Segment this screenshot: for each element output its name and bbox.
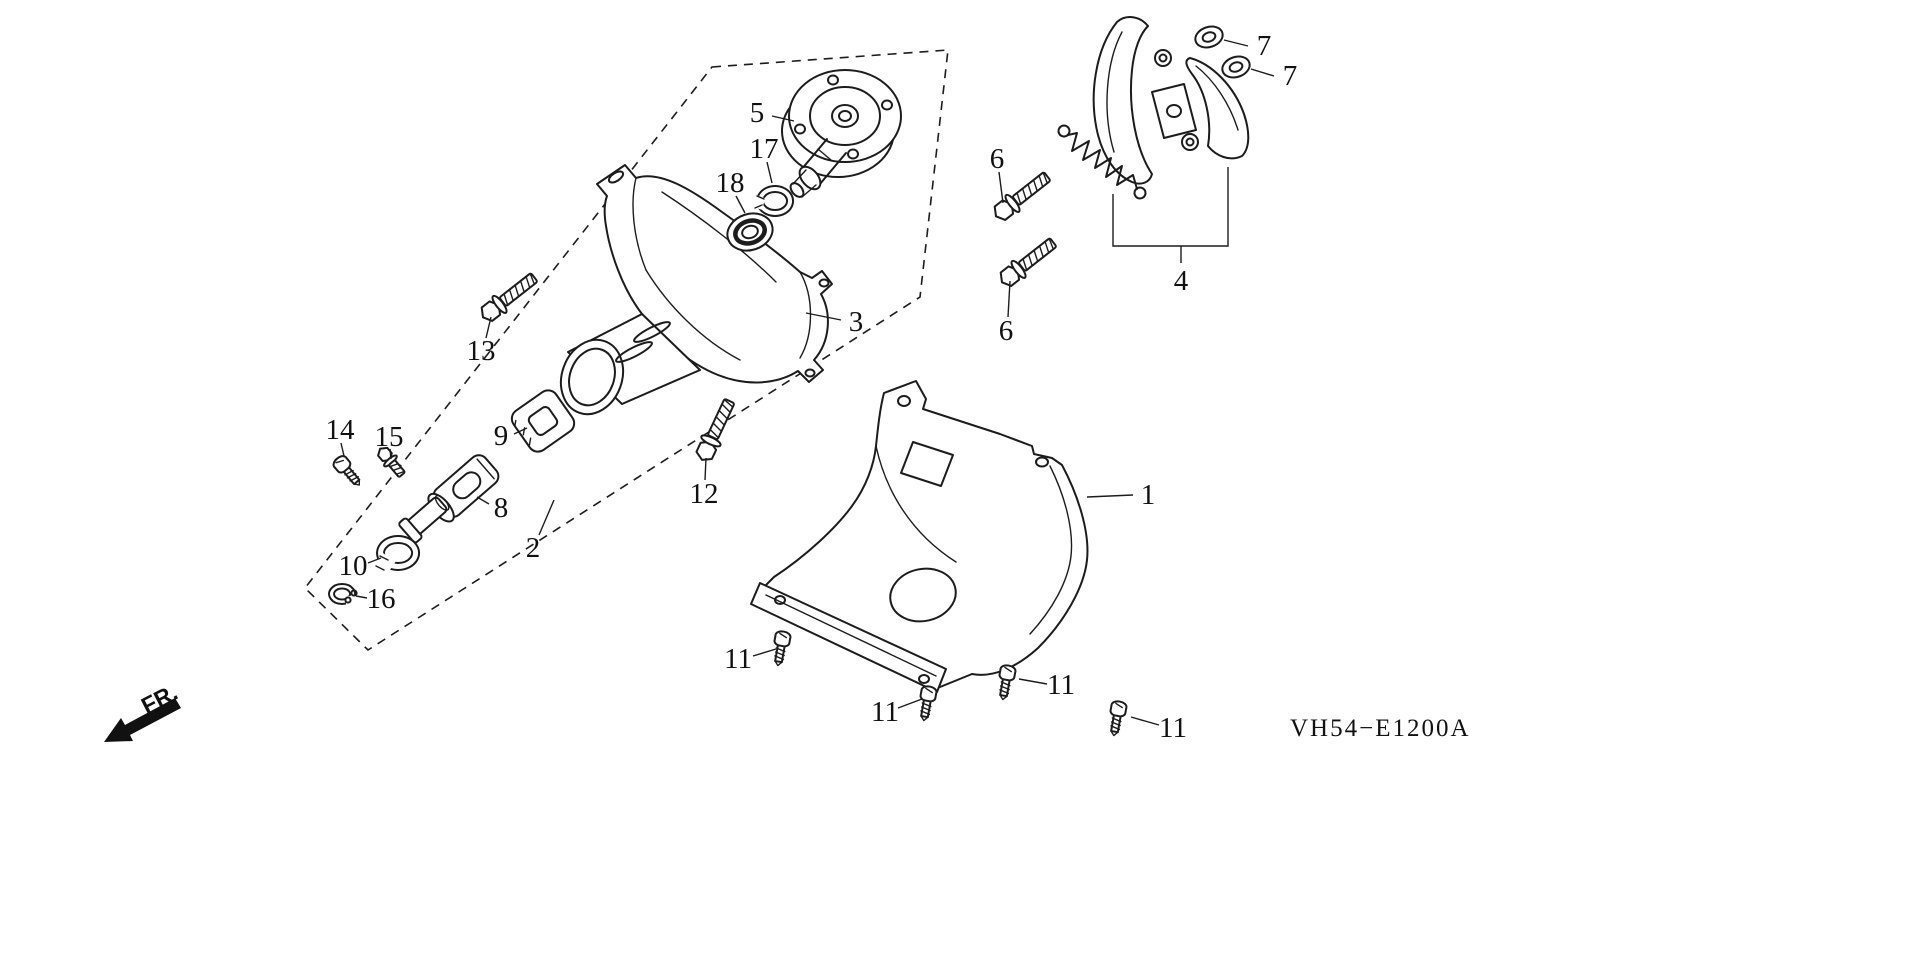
diagram-code: VH54−E1200A bbox=[1290, 715, 1471, 742]
part-callout-8: 8 bbox=[494, 492, 509, 524]
callout-leader-8 bbox=[476, 496, 490, 505]
part-drawing-clutch-drum bbox=[781, 69, 902, 198]
callout-leader-14 bbox=[340, 442, 345, 457]
callout-leader-11 bbox=[1018, 678, 1048, 685]
part-callout-14: 14 bbox=[326, 414, 356, 446]
exploded-view-boundary bbox=[303, 49, 949, 652]
part-drawing-screw-14 bbox=[330, 452, 367, 491]
part-callout-11: 11 bbox=[1159, 712, 1187, 744]
callout-leader-15 bbox=[389, 448, 392, 460]
part-callout-17: 17 bbox=[750, 133, 779, 165]
part-drawing-clutch-shoes-4 bbox=[1092, 16, 1250, 185]
part-drawing-pipe-holder bbox=[398, 494, 450, 544]
callout-leader-12 bbox=[704, 457, 707, 481]
callout-leader-1 bbox=[1086, 494, 1134, 498]
fr-arrow-icon bbox=[104, 698, 181, 742]
callout-leader-6 bbox=[998, 171, 1004, 204]
part-drawing-bearing-18 bbox=[726, 212, 774, 252]
part-drawing-bolt-13 bbox=[475, 268, 542, 327]
part-callout-6: 6 bbox=[990, 143, 1005, 175]
callout-leader-3 bbox=[805, 312, 842, 321]
part-drawing-cover-plate-1 bbox=[750, 380, 1089, 693]
callout-leader-17 bbox=[766, 161, 773, 184]
part-callout-7: 7 bbox=[1283, 60, 1298, 92]
part-callout-4: 4 bbox=[1174, 265, 1189, 297]
part-callout-16: 16 bbox=[367, 583, 396, 615]
part-callout-12: 12 bbox=[690, 478, 719, 510]
part-drawing-flange-bolts-6 bbox=[988, 167, 1061, 292]
part-drawing-snap-ring-17 bbox=[750, 185, 795, 217]
fr-direction-arrow: FR. bbox=[104, 679, 182, 742]
part-callout-11: 11 bbox=[871, 696, 899, 728]
callout-leader-10 bbox=[367, 557, 382, 564]
part-drawing-collar-9 bbox=[510, 389, 576, 453]
callout-leader-6 bbox=[1007, 280, 1011, 318]
callout-leader-5 bbox=[771, 115, 795, 122]
part-callout-2: 2 bbox=[526, 532, 541, 564]
callout-leader-11 bbox=[1130, 716, 1160, 726]
callout-leader-7 bbox=[1223, 39, 1249, 47]
part-drawing-bolt-15 bbox=[377, 446, 406, 478]
callout-leader-11 bbox=[752, 648, 777, 657]
part-drawing-snap-clip-16 bbox=[328, 583, 358, 607]
callout-leader-18 bbox=[735, 195, 746, 214]
part-callout-18: 18 bbox=[716, 167, 745, 199]
fr-label: FR. bbox=[137, 679, 182, 719]
callout-leader-7 bbox=[1250, 68, 1275, 77]
part-drawing-clutch-spring bbox=[1057, 124, 1147, 200]
part-callout-3: 3 bbox=[849, 306, 864, 338]
part-callout-10: 10 bbox=[339, 550, 368, 582]
part-callout-11: 11 bbox=[1047, 669, 1075, 701]
part-drawing-washers-7 bbox=[1194, 25, 1251, 79]
part-drawing-clamp-ring-10 bbox=[373, 535, 421, 575]
part-callout-13: 13 bbox=[467, 335, 496, 367]
part-callout-5: 5 bbox=[750, 97, 765, 129]
callout-leader-11 bbox=[897, 698, 923, 709]
part-drawing-clutch-case-cover bbox=[559, 164, 833, 416]
part-callout-11: 11 bbox=[724, 643, 752, 675]
callout-leader-2 bbox=[538, 499, 555, 536]
part-callout-9: 9 bbox=[494, 420, 509, 452]
part-callout-6: 6 bbox=[999, 315, 1014, 347]
callout-leader-13 bbox=[485, 316, 492, 339]
part-drawing-bolt-12 bbox=[691, 395, 741, 466]
part-callout-7: 7 bbox=[1257, 30, 1272, 62]
callout-leader-16 bbox=[355, 595, 368, 599]
part-callout-15: 15 bbox=[375, 421, 404, 453]
callout-leader-9 bbox=[513, 427, 528, 435]
part-callout-1: 1 bbox=[1141, 479, 1156, 511]
callout-leader-4 bbox=[1112, 167, 1229, 247]
